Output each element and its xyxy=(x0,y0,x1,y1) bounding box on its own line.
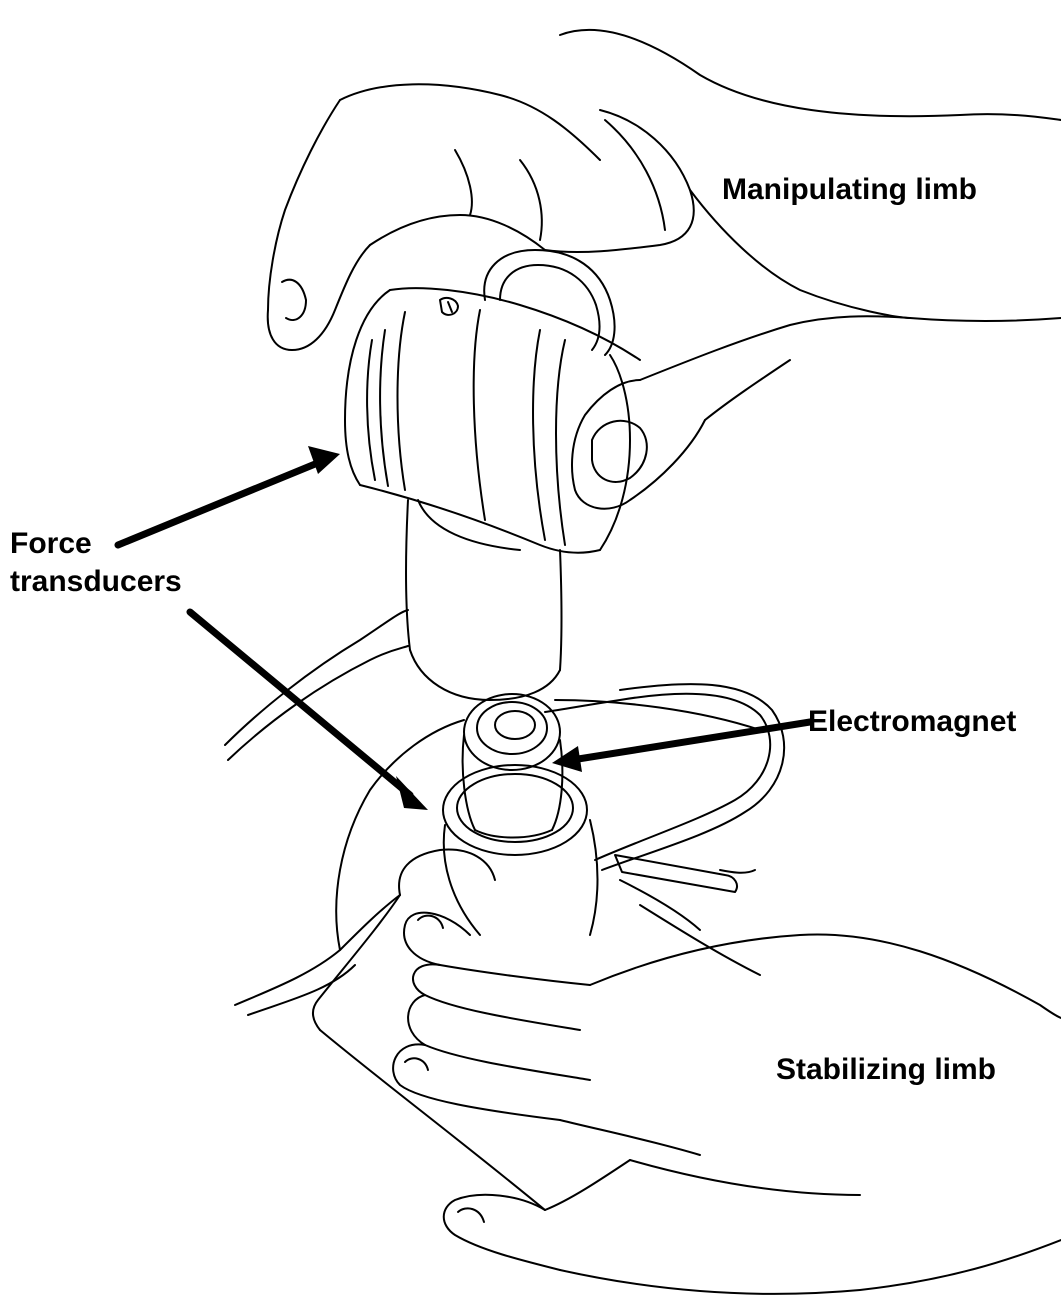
upper-transducer-drawing xyxy=(345,250,640,700)
label-force-transducers-line1: Force xyxy=(10,526,92,562)
arrow-force-lower xyxy=(190,612,410,795)
arrowhead-force-lower xyxy=(396,776,428,810)
arrowheads xyxy=(308,446,582,810)
label-manipulating-limb: Manipulating limb xyxy=(722,172,977,208)
arrow-force-upper xyxy=(118,462,320,545)
label-electromagnet: Electromagnet xyxy=(808,704,1016,740)
arrowhead-force-upper xyxy=(308,446,340,474)
label-force-transducers-line2: transducers xyxy=(10,564,182,600)
stabilizing-hand-drawing xyxy=(393,913,1061,1294)
label-stabilizing-limb: Stabilizing limb xyxy=(776,1052,996,1088)
arrow-electromagnet xyxy=(572,722,810,760)
manipulating-hand-drawing xyxy=(268,30,1061,509)
arrowhead-electromagnet xyxy=(552,746,582,772)
